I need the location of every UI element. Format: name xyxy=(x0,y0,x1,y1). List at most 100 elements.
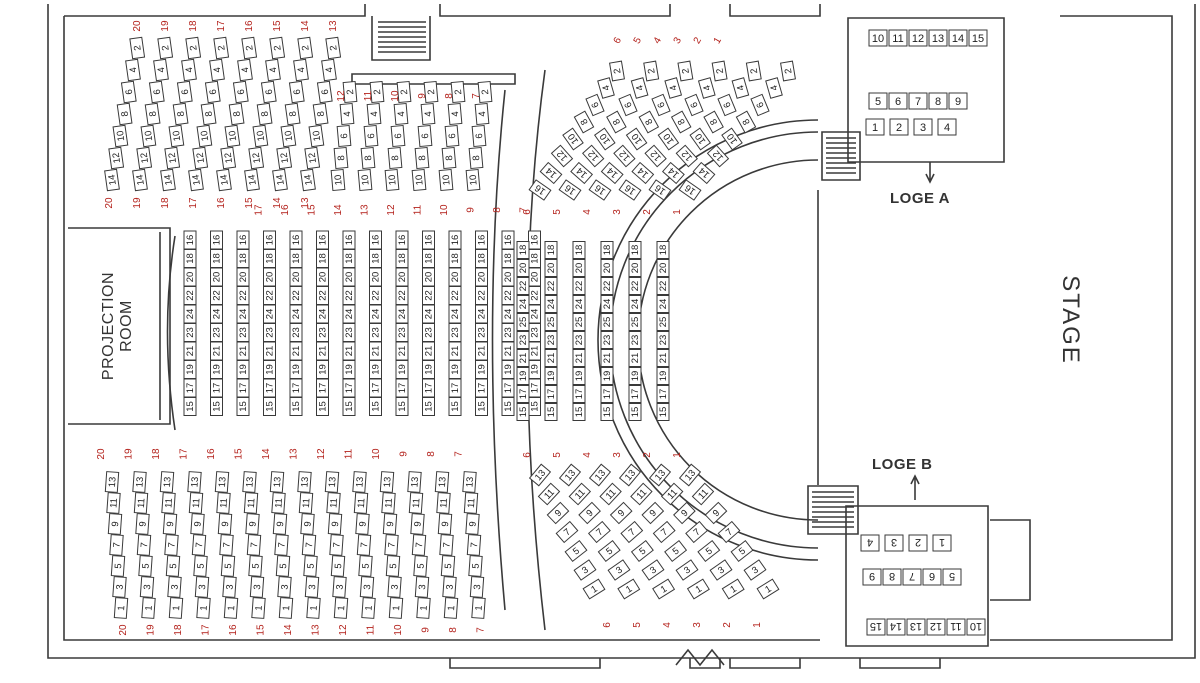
seat[interactable]: 21 xyxy=(422,341,435,361)
seat[interactable]: 6 xyxy=(336,124,352,148)
seat[interactable]: 13 xyxy=(214,471,230,493)
seat[interactable]: 22 xyxy=(516,277,530,295)
seat[interactable]: 22 xyxy=(656,277,670,295)
seat[interactable]: 13 xyxy=(187,471,202,493)
seat[interactable]: 9 xyxy=(465,513,480,535)
seat[interactable]: 5 xyxy=(413,555,428,577)
seat[interactable]: 18 xyxy=(316,249,329,268)
seat[interactable]: 2 xyxy=(129,36,146,60)
seat[interactable]: 8 xyxy=(735,110,757,134)
seat[interactable]: 10 xyxy=(280,124,297,148)
seat[interactable]: 3 xyxy=(249,576,265,598)
seat[interactable]: 17 xyxy=(316,378,329,398)
seat[interactable]: 12 xyxy=(706,144,730,168)
seat[interactable]: 15 xyxy=(656,403,670,421)
seat[interactable]: 13 xyxy=(558,463,582,487)
seat[interactable]: 3 xyxy=(709,559,733,581)
seat[interactable]: 6 xyxy=(316,80,333,104)
seat[interactable]: 10 xyxy=(625,127,648,151)
seat[interactable]: 14 xyxy=(631,161,655,185)
seat[interactable]: 9 xyxy=(327,513,343,535)
seat[interactable]: 18 xyxy=(448,249,462,268)
loge-seat[interactable]: 15 xyxy=(866,618,886,636)
seat[interactable]: 1 xyxy=(278,597,294,619)
loge-seat[interactable]: 8 xyxy=(928,92,948,110)
loge-seat[interactable]: 4 xyxy=(937,118,957,136)
seat[interactable]: 24 xyxy=(263,304,276,324)
seat[interactable]: 22 xyxy=(544,277,558,295)
seat[interactable]: 5 xyxy=(597,540,621,562)
seat[interactable]: 15 xyxy=(183,397,197,416)
seat[interactable]: 16 xyxy=(369,230,382,250)
seat[interactable]: 23 xyxy=(236,323,250,342)
seat[interactable]: 15 xyxy=(516,403,530,421)
seat[interactable]: 14 xyxy=(104,168,120,192)
seat[interactable]: 16 xyxy=(342,230,356,250)
seat[interactable]: 8 xyxy=(228,102,245,126)
seat[interactable]: 17 xyxy=(572,385,586,403)
seat[interactable]: 3 xyxy=(675,559,699,581)
seat[interactable]: 23 xyxy=(448,323,462,342)
seat[interactable]: 15 xyxy=(501,397,515,416)
seat[interactable]: 3 xyxy=(359,576,375,598)
seat[interactable]: 10 xyxy=(657,127,680,151)
seat[interactable]: 6 xyxy=(120,80,137,104)
loge-seat[interactable]: 9 xyxy=(948,92,968,110)
seat[interactable]: 13 xyxy=(407,471,422,493)
seat[interactable]: 11 xyxy=(660,482,684,506)
seat[interactable]: 22 xyxy=(236,286,250,305)
seat[interactable]: 5 xyxy=(193,555,208,577)
seat[interactable]: 4 xyxy=(393,102,409,126)
seat[interactable]: 16 xyxy=(501,230,515,250)
seat[interactable]: 24 xyxy=(600,295,614,313)
seat[interactable]: 2 xyxy=(780,60,796,82)
seat[interactable]: 6 xyxy=(232,80,249,104)
seat[interactable]: 19 xyxy=(628,367,642,385)
loge-seat[interactable]: 2 xyxy=(889,118,909,136)
seat[interactable]: 3 xyxy=(469,576,485,598)
seat[interactable]: 23 xyxy=(572,331,586,349)
seat[interactable]: 6 xyxy=(148,80,165,104)
seat[interactable]: 24 xyxy=(289,304,303,324)
seat[interactable]: 23 xyxy=(183,323,197,342)
loge-seat[interactable]: 11 xyxy=(946,618,966,636)
seat[interactable]: 17 xyxy=(656,385,670,403)
seat[interactable]: 7 xyxy=(164,534,179,556)
seat[interactable]: 19 xyxy=(475,360,488,379)
seat[interactable]: 8 xyxy=(638,110,660,134)
seat[interactable]: 3 xyxy=(167,576,182,598)
seat[interactable]: 17 xyxy=(448,378,462,398)
seat[interactable]: 6 xyxy=(618,93,638,117)
seat[interactable]: 9 xyxy=(217,513,233,535)
seat[interactable]: 10 xyxy=(308,124,325,148)
seat[interactable]: 24 xyxy=(236,304,250,324)
seat[interactable]: 24 xyxy=(572,295,586,313)
seat[interactable]: 7 xyxy=(219,534,234,556)
seat[interactable]: 7 xyxy=(587,520,611,544)
seat[interactable]: 19 xyxy=(263,360,276,379)
seat[interactable]: 16 xyxy=(422,230,435,250)
seat[interactable]: 4 xyxy=(339,102,355,126)
seat[interactable]: 10 xyxy=(330,168,346,192)
seat[interactable]: 21 xyxy=(289,341,303,361)
seat[interactable]: 5 xyxy=(248,555,263,577)
seat[interactable]: 9 xyxy=(300,513,315,535)
seat[interactable]: 24 xyxy=(516,295,530,313)
seat[interactable]: 18 xyxy=(395,249,409,268)
seat[interactable]: 12 xyxy=(550,144,574,168)
seat[interactable]: 20 xyxy=(236,267,250,287)
seat[interactable]: 5 xyxy=(110,555,126,577)
seat[interactable]: 7 xyxy=(301,534,317,556)
seat[interactable]: 4 xyxy=(597,77,615,99)
seat[interactable]: 16 xyxy=(316,230,329,250)
seat[interactable]: 20 xyxy=(501,267,515,287)
seat[interactable]: 4 xyxy=(474,102,490,126)
seat[interactable]: 22 xyxy=(572,277,586,295)
seat[interactable]: 1 xyxy=(582,578,606,600)
seat[interactable]: 2 xyxy=(745,60,762,82)
seat[interactable]: 25 xyxy=(656,313,670,331)
seat[interactable]: 24 xyxy=(210,304,223,324)
seat[interactable]: 10 xyxy=(357,168,373,192)
seat[interactable]: 16 xyxy=(475,230,488,250)
seat[interactable]: 1 xyxy=(416,597,431,619)
